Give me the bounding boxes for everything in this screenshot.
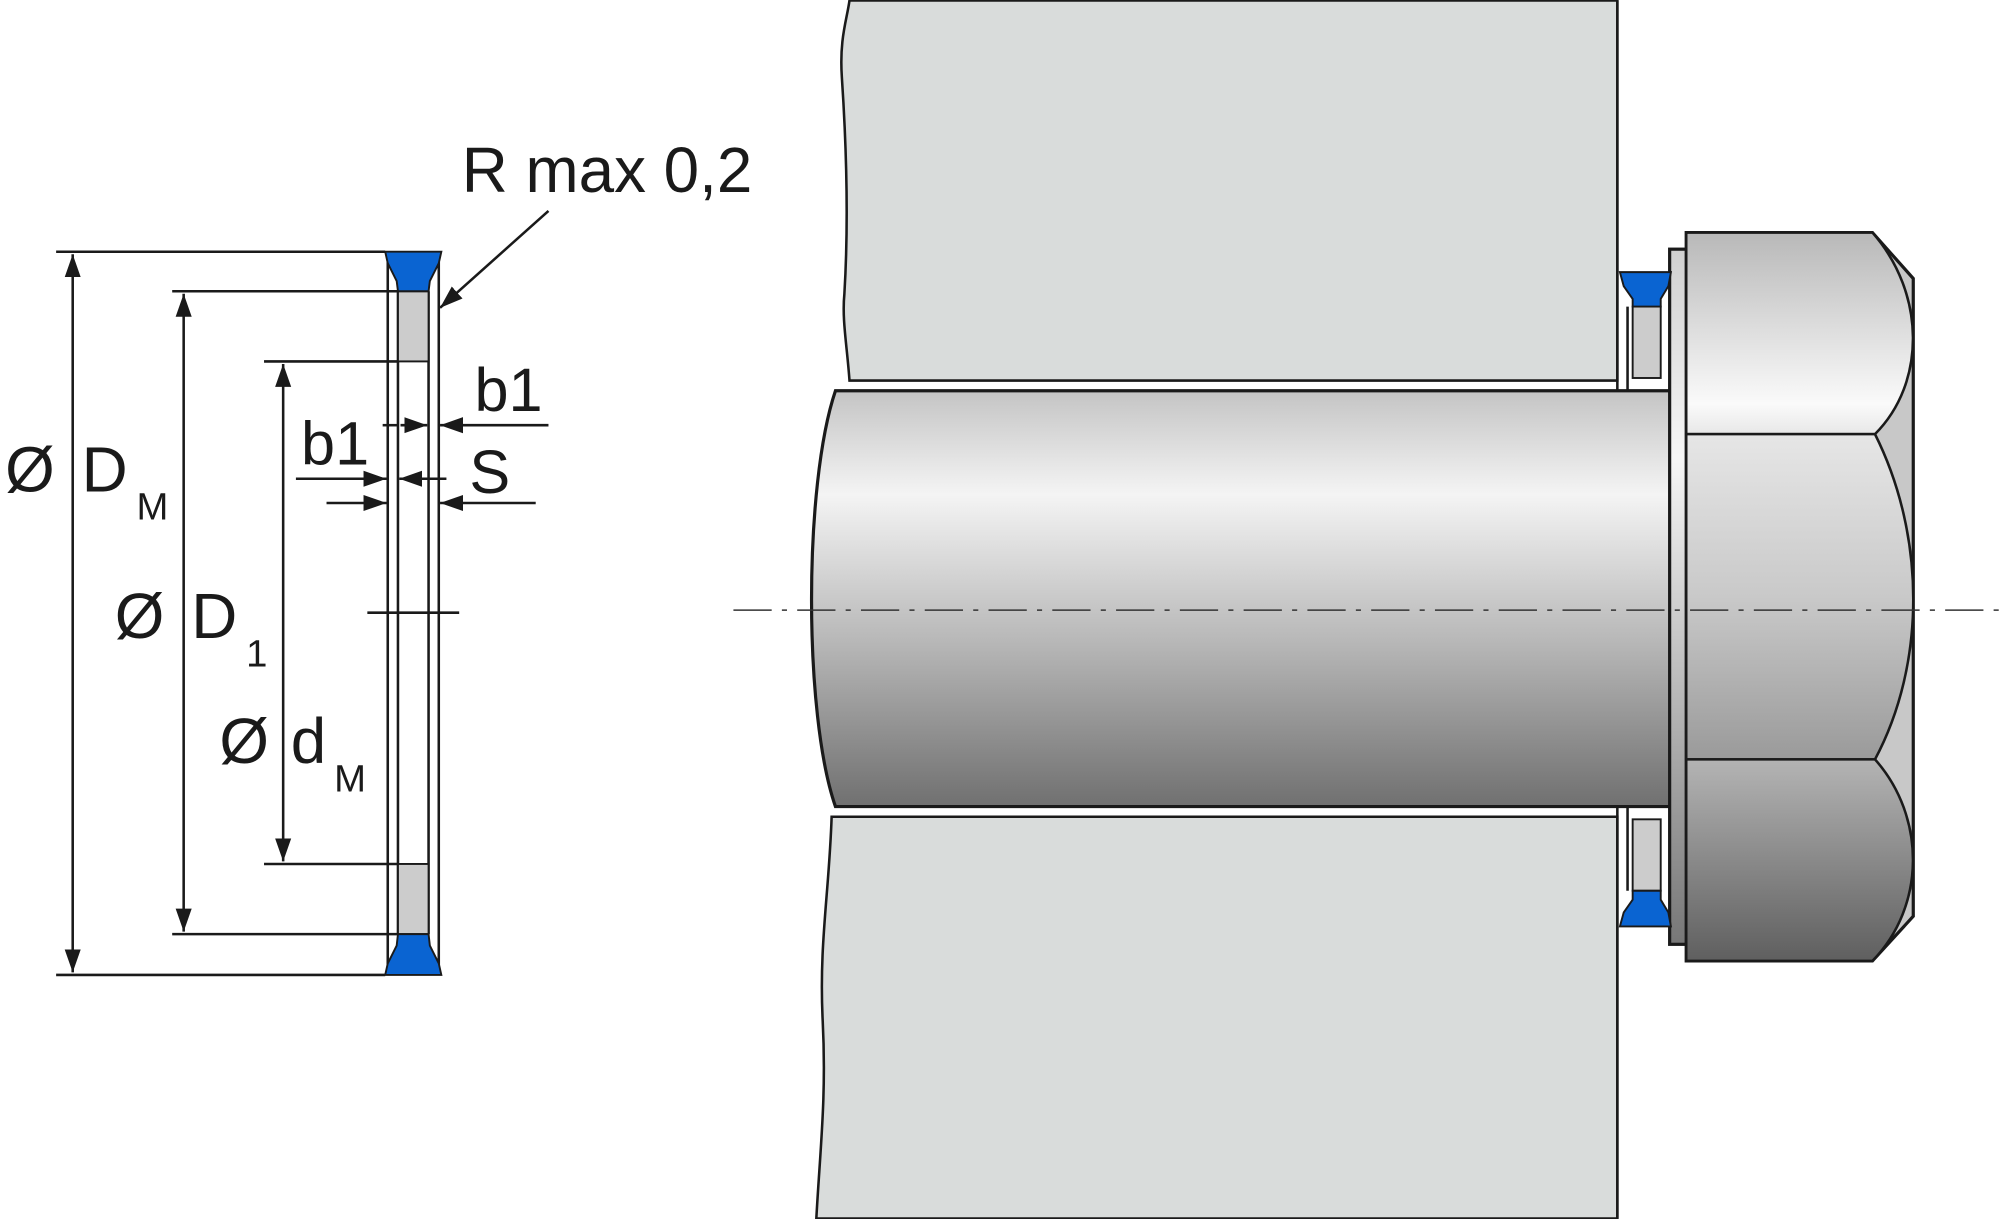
svg-text:Ø: Ø — [219, 705, 269, 777]
svg-text:Ø: Ø — [115, 580, 165, 652]
svg-text:M: M — [136, 486, 168, 529]
svg-text:D: D — [191, 580, 237, 652]
radius-note: R max 0,2 — [462, 134, 753, 206]
installed-seal — [1618, 271, 1673, 928]
seal-cross-section — [367, 250, 460, 976]
seal-lip-bottom — [384, 933, 443, 976]
svg-text:M: M — [334, 757, 366, 800]
b1-lower-label: b1 — [301, 410, 369, 478]
d1-diameter-label: Ø D 1 — [115, 580, 268, 675]
svg-text:D: D — [82, 434, 128, 506]
housing — [815, 0, 1619, 1219]
svg-text:1: 1 — [246, 632, 267, 675]
dimension-lines — [56, 209, 550, 977]
svg-text:d: d — [291, 705, 326, 777]
bolt-head — [1684, 230, 1915, 963]
inner-diameter-label: Ø d M — [219, 705, 366, 800]
bolt-shank — [810, 389, 1676, 809]
thickness-label: S — [469, 438, 510, 506]
b1-upper-label: b1 — [474, 356, 542, 424]
outer-diameter-label: Ø D M — [5, 434, 168, 529]
bolt — [810, 230, 1915, 963]
metal-ring-bottom — [397, 863, 430, 936]
svg-text:Ø: Ø — [5, 434, 55, 506]
metal-ring-top — [397, 290, 430, 363]
seal-lip-top — [384, 250, 443, 293]
